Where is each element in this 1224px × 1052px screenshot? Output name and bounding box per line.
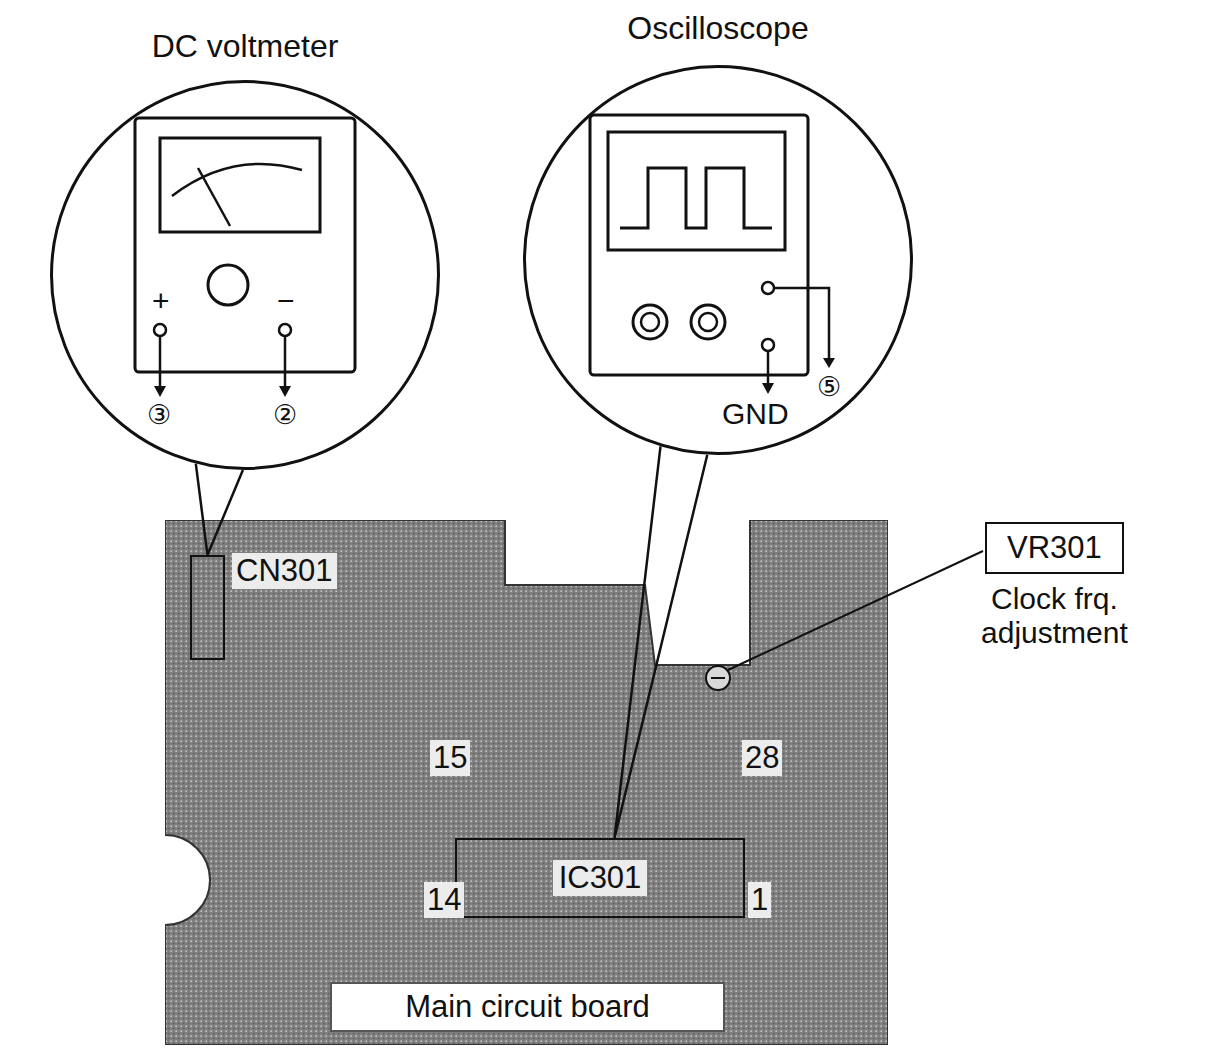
meter-scale bbox=[172, 164, 302, 196]
part-name: CN301 bbox=[232, 553, 337, 589]
callout-line bbox=[196, 464, 243, 555]
terminal-sign: − bbox=[277, 284, 295, 319]
meter-window bbox=[160, 138, 320, 232]
part-name: IC301 bbox=[553, 860, 648, 896]
meter-body bbox=[135, 118, 355, 372]
callout-line bbox=[615, 446, 708, 838]
pin-number: 1 bbox=[748, 882, 771, 918]
instrument-circle: Oscilloscope bbox=[523, 65, 913, 455]
instrument-title: DC voltmeter bbox=[13, 28, 477, 64]
test-lead bbox=[284, 336, 287, 388]
test-lead bbox=[767, 351, 770, 385]
lead-arrow bbox=[154, 386, 166, 397]
pin-number: 28 bbox=[742, 740, 782, 776]
callout-number: ⑤ bbox=[817, 371, 841, 402]
board-outline bbox=[165, 520, 888, 1045]
test-lead bbox=[159, 336, 162, 388]
square-wave bbox=[620, 168, 772, 228]
callout-number: ② bbox=[273, 399, 297, 430]
lead-arrow bbox=[823, 358, 835, 368]
instrument-circle: DC voltmeter bbox=[50, 80, 440, 470]
scope-knob bbox=[641, 313, 659, 331]
terminal-sign: + bbox=[152, 284, 170, 319]
terminal bbox=[279, 324, 291, 336]
terminal bbox=[762, 339, 774, 351]
connector-outline: CN301 bbox=[190, 555, 225, 660]
meter-knob bbox=[208, 265, 248, 305]
callout-number: ③ bbox=[147, 399, 171, 430]
trimmer-slot bbox=[711, 677, 725, 679]
adjustment-note: Clock frq. adjustment bbox=[929, 582, 1179, 650]
scope-knob bbox=[691, 305, 725, 339]
test-lead bbox=[774, 288, 829, 360]
oscilloscope-drawing bbox=[590, 115, 835, 394]
instrument-title: Oscilloscope bbox=[486, 10, 950, 46]
terminal bbox=[762, 282, 774, 294]
pin-number: 14 bbox=[424, 882, 464, 918]
scope-body bbox=[590, 115, 808, 375]
lead-arrow bbox=[762, 383, 774, 394]
pin-number: 15 bbox=[430, 740, 470, 776]
trimmer-body bbox=[706, 666, 730, 690]
trimmer-resistor bbox=[706, 666, 730, 690]
board-name: Main circuit board bbox=[330, 982, 725, 1032]
meter-needle bbox=[198, 168, 230, 226]
part-label-box: VR301Clock frq. adjustment bbox=[985, 522, 1124, 574]
scope-knob bbox=[633, 305, 667, 339]
circuit-board: Main circuit board CN301IC301 bbox=[165, 520, 888, 1045]
scope-knob bbox=[699, 313, 717, 331]
part-name: VR301 bbox=[1007, 530, 1102, 566]
terminal bbox=[154, 324, 166, 336]
leader-line bbox=[728, 551, 983, 670]
signal-name: GND bbox=[722, 397, 789, 432]
ic-outline: IC301 bbox=[455, 838, 745, 918]
voltmeter-drawing bbox=[135, 118, 355, 397]
scope-screen bbox=[608, 132, 785, 250]
lead-arrow bbox=[279, 386, 291, 397]
